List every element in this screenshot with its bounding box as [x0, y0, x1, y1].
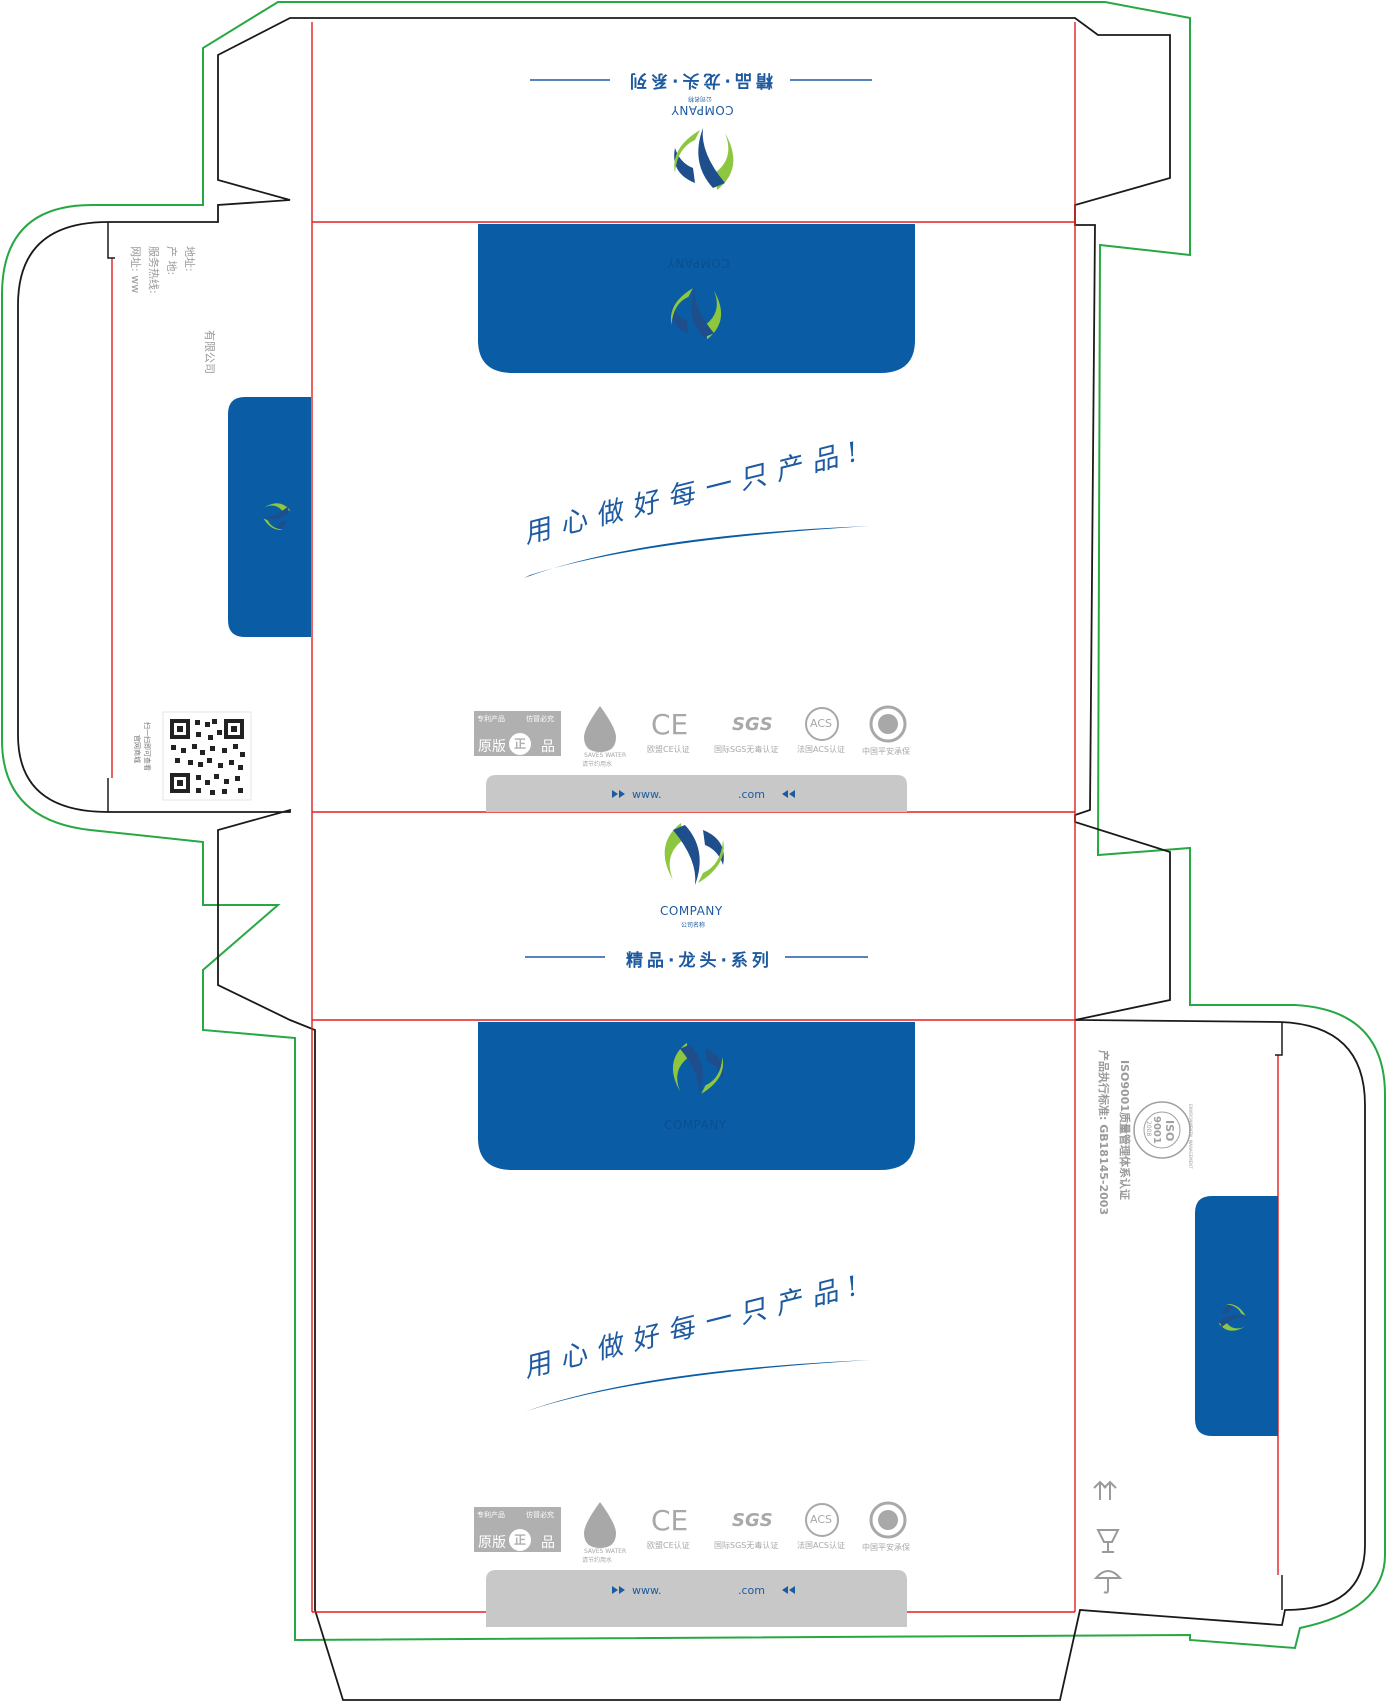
logo-mark-center	[664, 823, 724, 885]
url-bar-bottom	[486, 1570, 907, 1627]
company-name-top: COMPANY	[671, 103, 734, 117]
company-cn-center: 公司名称	[681, 922, 706, 929]
patent-top-label-2: 仿冒必究	[526, 715, 554, 723]
patent-seal	[509, 1529, 531, 1551]
series-label-center: 精品·龙头·系列	[626, 951, 773, 971]
website-label: 网址: ww	[129, 246, 142, 294]
company-name-center: COMPANY	[660, 904, 723, 918]
series-rule-lines	[525, 79, 872, 958]
bleed-outline	[1, 0, 1386, 1650]
patent-main: 原版	[478, 739, 506, 755]
iso-stamp-icon	[1133, 1101, 1191, 1159]
acs-caption: 法国ACS认证	[797, 1541, 845, 1550]
patent-main: 原版	[478, 1535, 506, 1551]
qr-caption-1: 扫一扫即可查看	[143, 722, 151, 771]
qr-code-icon	[162, 711, 252, 801]
company-cn-top: 公司名称	[688, 95, 713, 102]
url-bar-top	[486, 775, 907, 812]
ce-mark: CE	[651, 708, 689, 741]
ce-caption: 欧盟CE认证	[647, 1541, 690, 1550]
insurance-caption: 中国平安承保	[862, 1543, 910, 1552]
patent-top-label-2: 仿冒必究	[526, 1511, 554, 1519]
patent-top-label: 专利产品	[477, 715, 505, 723]
insurance-ring-icon	[869, 1501, 907, 1539]
cert-row-top-shapes	[474, 705, 907, 756]
url-suffix-bottom: .com	[738, 1584, 765, 1597]
address-label: 地址:	[183, 246, 196, 272]
iso-certification-line: ISO9001质量管理体系认证	[1118, 1060, 1131, 1200]
top-blue-panel	[478, 224, 915, 373]
logo-mark-top-blue	[670, 286, 722, 340]
acs-mark: ACS	[810, 1513, 832, 1526]
url-prefix-top: www.	[632, 788, 662, 801]
url-arrows	[612, 790, 795, 1594]
save-water-cn: 请节约用水	[582, 1557, 613, 1564]
save-water-label: SAVES WATER	[584, 752, 627, 759]
company-name-bottom-blue: COMPANY	[664, 1118, 727, 1132]
iso-stamp-ring: ENVIRONMENTAL MANAGEMENT	[1188, 1104, 1193, 1169]
url-prefix-bottom: www.	[632, 1584, 662, 1597]
patent-seal	[509, 733, 531, 755]
qr-caption-2: 官网商城	[133, 735, 141, 763]
sgs-caption: 国际SGS无毒认证	[714, 745, 779, 754]
patent-tail: 品	[541, 739, 555, 755]
logo-mark-top-flipped	[674, 128, 734, 190]
origin-label: 产 地:	[165, 246, 178, 276]
this-way-up-icon	[1093, 1480, 1117, 1500]
cut-outline	[17, 17, 1366, 1701]
patent-mark: 正	[514, 737, 527, 751]
acs-mark: ACS	[810, 717, 832, 730]
acs-ring-icon	[805, 707, 839, 741]
save-water-cn: 请节约用水	[582, 761, 613, 768]
iso-stamp-year: 2008	[1145, 1121, 1152, 1137]
info-block: 地址: 产 地: 服务热线: 网址: ww	[120, 242, 210, 382]
logo-mark-right-tab	[1218, 1304, 1247, 1331]
iso-stamp-top: ISO	[1163, 1120, 1176, 1142]
water-drop-icon	[584, 706, 616, 752]
keep-dry-icon	[1093, 1570, 1123, 1594]
insurance-caption: 中国平安承保	[862, 747, 910, 756]
company-name-top-blue: COMPANY	[667, 256, 730, 270]
company-suffix-label: 有限公司	[203, 330, 216, 374]
bottom-blue-panel	[478, 1022, 915, 1170]
acs-caption: 法国ACS认证	[797, 745, 845, 754]
logo-mark-left-tab	[262, 503, 291, 530]
url-suffix-top: .com	[738, 788, 765, 801]
handling-icons	[1093, 1480, 1123, 1594]
tab-notches	[107, 222, 1283, 1610]
iso-stamp-num: 9001	[1151, 1116, 1162, 1144]
save-water-label: SAVES WATER	[584, 1548, 627, 1555]
standard-line: 产品执行标准: GB18145-2003	[1097, 1050, 1110, 1216]
sgs-caption: 国际SGS无毒认证	[714, 1541, 779, 1550]
fragile-icon	[1096, 1529, 1120, 1553]
water-drop-icon	[584, 1502, 616, 1548]
series-label-top: 精品·龙头·系列	[626, 70, 773, 90]
patent-mark: 正	[514, 1533, 527, 1547]
acs-ring-icon	[805, 1503, 839, 1537]
hotline-label: 服务热线:	[147, 246, 160, 294]
insurance-ring-icon	[869, 705, 907, 743]
ce-mark: CE	[651, 1504, 689, 1537]
sgs-mark: SGS	[732, 1510, 773, 1531]
ce-caption: 欧盟CE认证	[647, 745, 690, 754]
cert-row-bottom-shapes	[474, 1501, 907, 1552]
patent-tail: 品	[541, 1535, 555, 1551]
patent-top-label: 专利产品	[477, 1511, 505, 1519]
logo-mark-bottom-blue	[672, 1042, 724, 1096]
sgs-mark: SGS	[732, 714, 773, 735]
